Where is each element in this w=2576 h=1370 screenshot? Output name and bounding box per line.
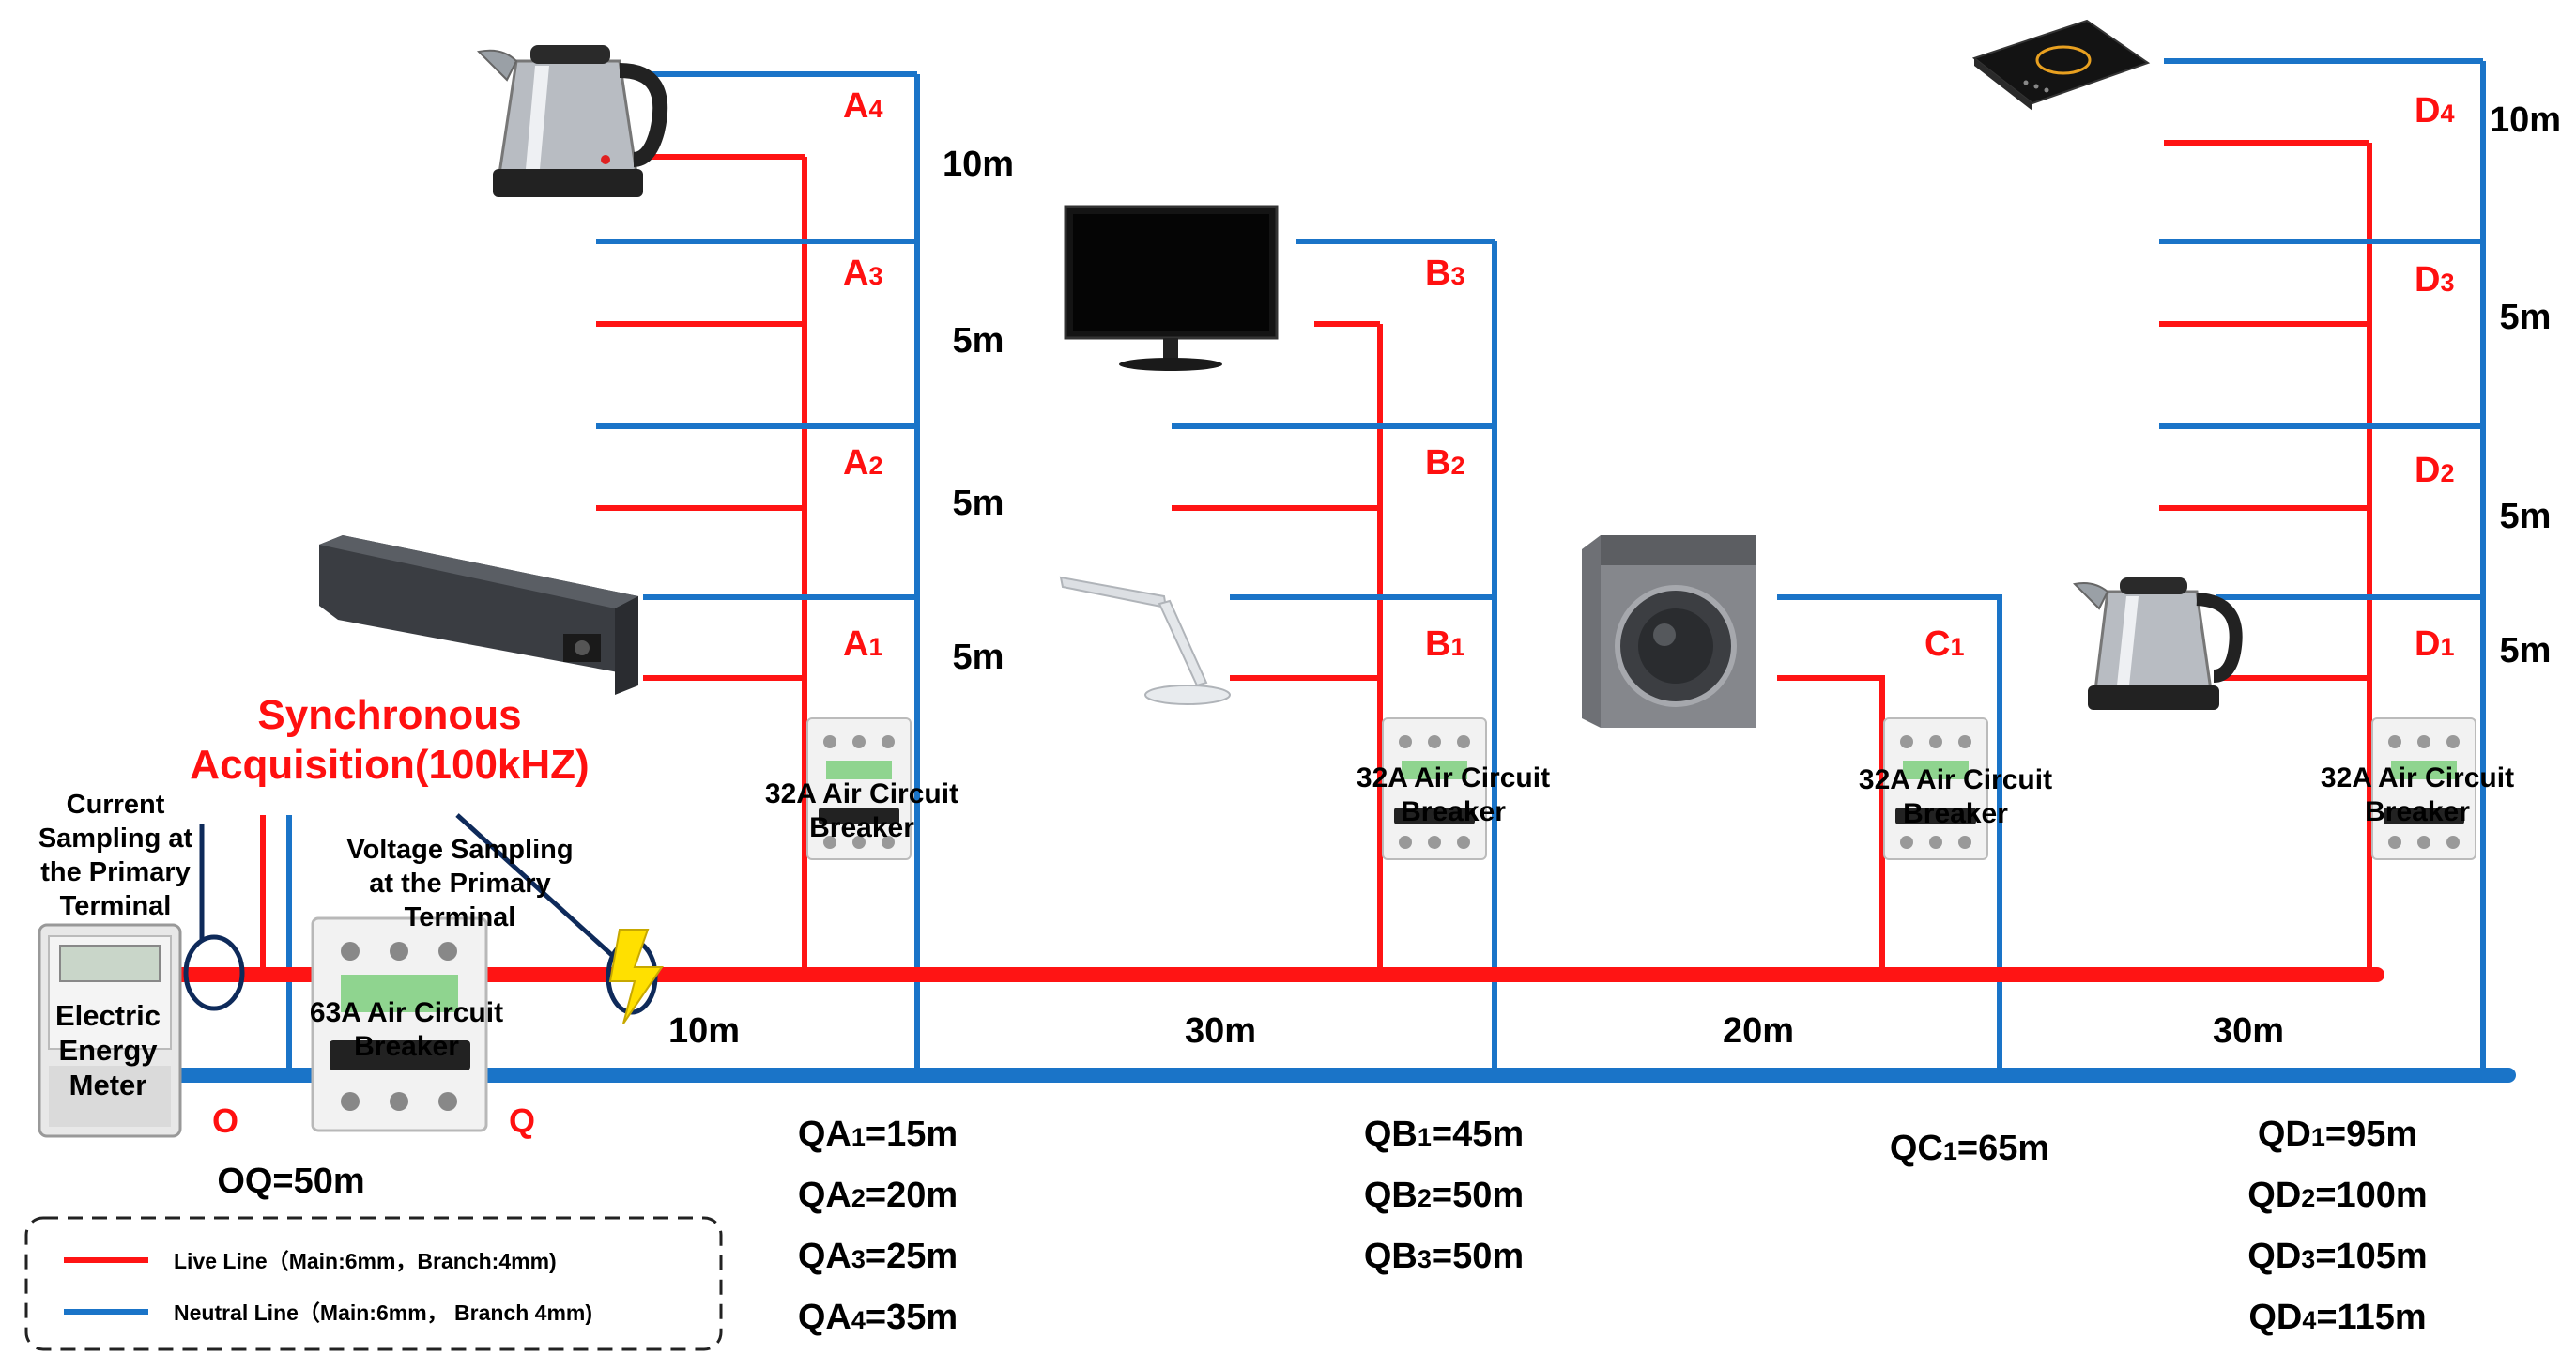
heater-icon [319,535,638,695]
legend-box [24,1216,723,1351]
node-label-d4: D4 [2415,91,2454,131]
distance-qa3: QA3=25m [798,1237,958,1276]
gap-label-d: 5m [2500,497,2552,536]
branch-gap-labels: 5m 5m 5m 10m 5m 5m 5m 10m [943,100,2561,677]
branch-circuit-breaker-icon [806,717,912,860]
main-circuit-breaker-icon [311,916,488,1132]
branch-circuit-breaker-icon [1382,717,1487,860]
distance-qc1: QC1=65m [1890,1129,2049,1168]
node-label-a2: A2 [843,443,882,483]
current-sampling-pointer [183,824,245,1011]
current-sampling-line: Sampling at [38,824,193,854]
neutral-wires [286,58,2486,1078]
title-line-2: Acquisition(100kHZ) [190,742,589,788]
branch-circuit-breaker-icon [2371,717,2476,860]
kettle-icon [2072,577,2243,710]
kettle-icon [476,45,668,197]
branch-breaker-label-line: 32A Air Circuit [1859,764,2052,795]
gap-label-a: 5m [953,638,1004,677]
branch-breaker-label-line: Breaker [1903,798,2008,829]
distance-labels: QA1=15m QA2=20m QA3=25m QA4=35m QB1=45m … [798,1115,2428,1337]
distance-qa1: QA1=15m [798,1115,958,1154]
branch-breaker-label-line: Breaker [2365,796,2470,827]
current-sampling-line: Current [67,790,165,820]
node-label-b3: B3 [1425,254,1464,293]
current-sampling-line: the Primary [40,857,191,887]
node-label-d3: D3 [2415,260,2454,300]
node-label-a4: A4 [843,86,882,126]
meter-label: Electric Energy Meter [55,999,161,1101]
electric-energy-meter-icon [38,923,182,1138]
live-wires [260,140,2372,972]
main-breaker-label-line: Breaker [354,1031,459,1062]
main-breaker-label: 63A Air Circuit Breaker [310,997,503,1062]
legend-live-label: Live Line（Main:6mm，Branch:4mm) [174,1249,557,1273]
meter-label-line: Electric [55,999,161,1032]
gap-label-d: 5m [2500,631,2552,670]
branch-breaker-label-line: Breaker [809,812,914,843]
distance-qa2: QA2=20m [798,1176,958,1215]
gap-label-a: 5m [953,321,1004,361]
main-segment-label: 20m [1723,1011,1794,1051]
distance-qd2: QD2=100m [2247,1176,2427,1215]
distance-qb1: QB1=45m [1364,1115,1524,1154]
node-labels: A1 A2 A3 A4 B1 B2 B3 C1 D1 D2 D3 D4 [843,86,2454,664]
voltage-sampling-label: Voltage Sampling at the Primary Terminal [346,835,573,932]
voltage-sampling-line: Voltage Sampling [346,835,573,865]
distance-qd1: QD1=95m [2258,1115,2417,1154]
meter-label-line: Energy [58,1034,158,1067]
current-sampling-label: Current Sampling at the Primary Terminal [38,790,193,921]
washing-machine-icon [1582,535,1756,728]
branch-breaker-label-line: Breaker [1401,796,1506,827]
oq-distance-label: OQ=50m [217,1162,364,1201]
main-breaker-label-line: 63A Air Circuit [310,997,503,1028]
distance-qd3: QD3=105m [2247,1237,2427,1276]
distance-qa4: QA4=35m [798,1298,958,1337]
current-sampling-line: Terminal [60,891,172,921]
main-segment-label: 10m [668,1011,740,1051]
branch-circuit-breaker-icon [1883,717,1988,860]
main-segment-label: 30m [1185,1011,1256,1051]
legend: Live Line（Main:6mm，Branch:4mm) Neutral L… [24,1216,723,1351]
voltage-sampling-line: at the Primary [369,869,550,899]
legend-neutral-label: Neutral Line（Main:6mm， Branch 4mm) [174,1301,592,1325]
title-line-1: Synchronous [257,692,521,738]
branch-breaker-labels: 32A Air Circuit Breaker 32A Air Circuit … [765,762,2514,843]
branch-breaker-label-line: 32A Air Circuit [1357,762,1550,793]
gap-label-d: 10m [2490,100,2561,140]
meter-label-line: Meter [69,1069,147,1101]
gap-label-a: 10m [943,145,1014,184]
main-segment-label: 30m [2213,1011,2284,1051]
point-o-label: O [212,1101,238,1140]
desk-lamp-icon [1059,576,1231,705]
lightning-bolt-icon [608,929,664,1024]
voltage-sampling-line: Terminal [405,902,516,932]
gap-label-a: 5m [953,484,1004,523]
main-segment-labels: 10m 30m 20m 30m [668,1011,2284,1051]
node-label-b2: B2 [1425,443,1464,483]
node-label-a3: A3 [843,254,882,293]
distance-qb2: QB2=50m [1364,1176,1524,1215]
branch-breaker-label-line: 32A Air Circuit [2321,762,2514,793]
node-label-d2: D2 [2415,451,2454,490]
node-label-b1: B1 [1425,624,1464,664]
tv-monitor-icon [1064,205,1279,371]
branch-breaker-label-line: 32A Air Circuit [765,778,958,809]
point-q-label: Q [509,1101,535,1140]
node-label-d1: D1 [2415,624,2454,664]
node-label-a1: A1 [843,624,882,664]
distance-qd4: QD4=115m [2248,1298,2426,1337]
induction-cooker-icon [1971,19,2151,111]
node-label-c1: C1 [1924,624,1964,664]
distance-qb3: QB3=50m [1364,1237,1524,1276]
gap-label-d: 5m [2500,298,2552,337]
